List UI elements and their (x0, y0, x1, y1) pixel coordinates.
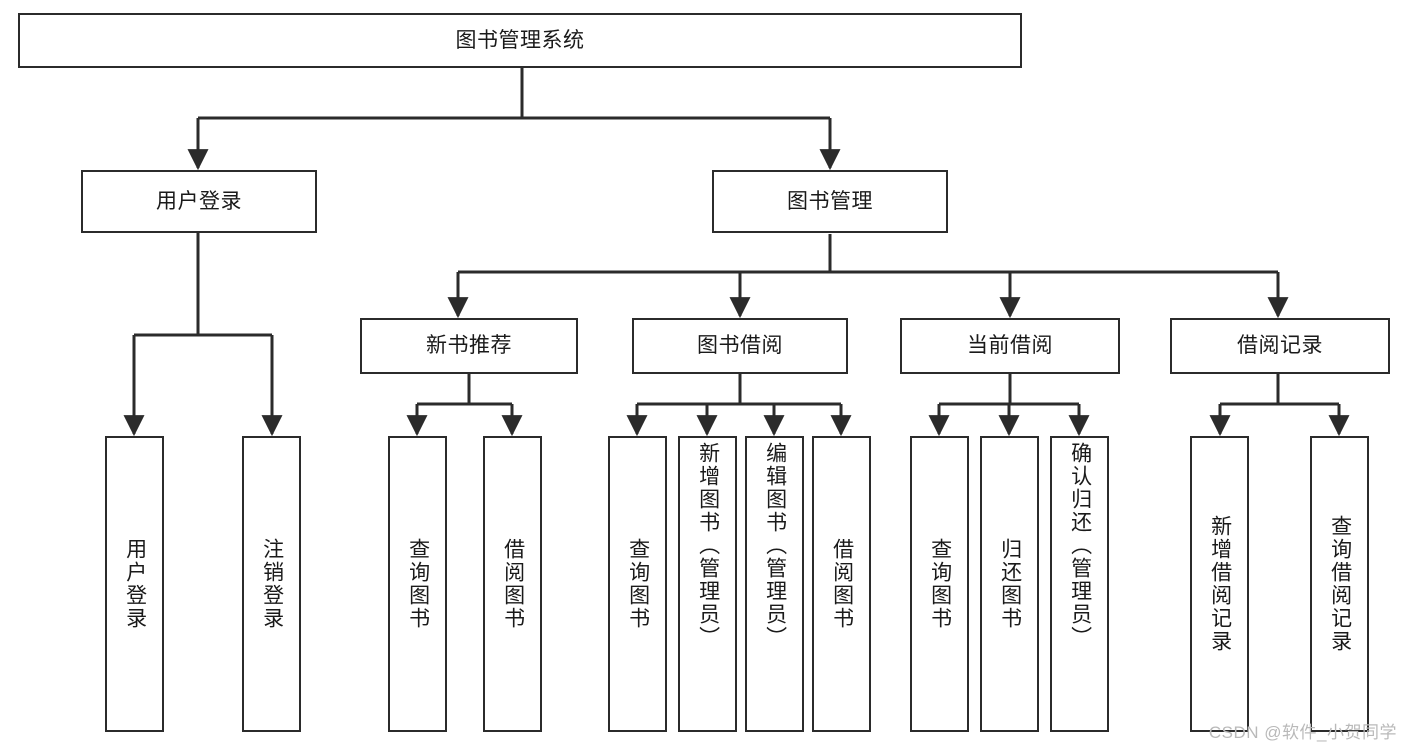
node-leaf-edit-book-admin[interactable]: 编辑图书（管理员） (745, 436, 804, 732)
node-leaf-borrow-book-2-label: 借阅图书 (830, 538, 854, 630)
node-leaf-return-book[interactable]: 归还图书 (980, 436, 1039, 732)
node-leaf-confirm-return-admin[interactable]: 确认归还（管理员） (1050, 436, 1109, 732)
node-leaf-logout[interactable]: 注销登录 (242, 436, 301, 732)
node-borrow-record-label: 借阅记录 (1237, 334, 1323, 358)
node-book-borrow-label: 图书借阅 (697, 334, 783, 358)
node-leaf-borrow-book-1-label: 借阅图书 (501, 538, 525, 630)
node-leaf-query-book-3[interactable]: 查询图书 (910, 436, 969, 732)
node-new-book-rec[interactable]: 新书推荐 (360, 318, 578, 374)
node-book-manage[interactable]: 图书管理 (712, 170, 948, 233)
node-leaf-add-borrow-record[interactable]: 新增借阅记录 (1190, 436, 1249, 732)
node-leaf-query-book-1-label: 查询图书 (406, 538, 430, 630)
node-leaf-query-borrow-record-label: 查询借阅记录 (1328, 515, 1352, 653)
node-root[interactable]: 图书管理系统 (18, 13, 1022, 68)
node-leaf-user-login-label: 用户登录 (123, 538, 147, 630)
node-leaf-add-book-admin[interactable]: 新增图书（管理员） (678, 436, 737, 732)
node-leaf-logout-label: 注销登录 (260, 538, 284, 630)
node-leaf-add-borrow-record-label: 新增借阅记录 (1208, 515, 1232, 653)
node-book-manage-label: 图书管理 (787, 189, 873, 213)
node-leaf-query-book-2[interactable]: 查询图书 (608, 436, 667, 732)
node-leaf-user-login[interactable]: 用户登录 (105, 436, 164, 732)
node-leaf-return-book-label: 归还图书 (998, 538, 1022, 630)
csdn-watermark: CSDN @软件_小贺同学 (1208, 723, 1397, 742)
node-leaf-confirm-return-admin-label: 确认归还（管理员） (1068, 442, 1092, 649)
node-current-borrow-label: 当前借阅 (967, 334, 1053, 358)
node-leaf-borrow-book-1[interactable]: 借阅图书 (483, 436, 542, 732)
node-leaf-query-book-1[interactable]: 查询图书 (388, 436, 447, 732)
node-leaf-add-book-admin-label: 新增图书（管理员） (696, 442, 720, 649)
node-current-borrow[interactable]: 当前借阅 (900, 318, 1120, 374)
node-borrow-record[interactable]: 借阅记录 (1170, 318, 1390, 374)
node-user-login-label: 用户登录 (156, 189, 242, 213)
node-leaf-query-book-3-label: 查询图书 (928, 538, 952, 630)
node-leaf-query-borrow-record[interactable]: 查询借阅记录 (1310, 436, 1369, 732)
node-leaf-edit-book-admin-label: 编辑图书（管理员） (763, 442, 787, 649)
node-leaf-borrow-book-2[interactable]: 借阅图书 (812, 436, 871, 732)
node-book-borrow[interactable]: 图书借阅 (632, 318, 848, 374)
node-leaf-query-book-2-label: 查询图书 (626, 538, 650, 630)
node-root-label: 图书管理系统 (455, 28, 585, 52)
node-user-login[interactable]: 用户登录 (81, 170, 317, 233)
node-new-book-rec-label: 新书推荐 (426, 334, 512, 358)
